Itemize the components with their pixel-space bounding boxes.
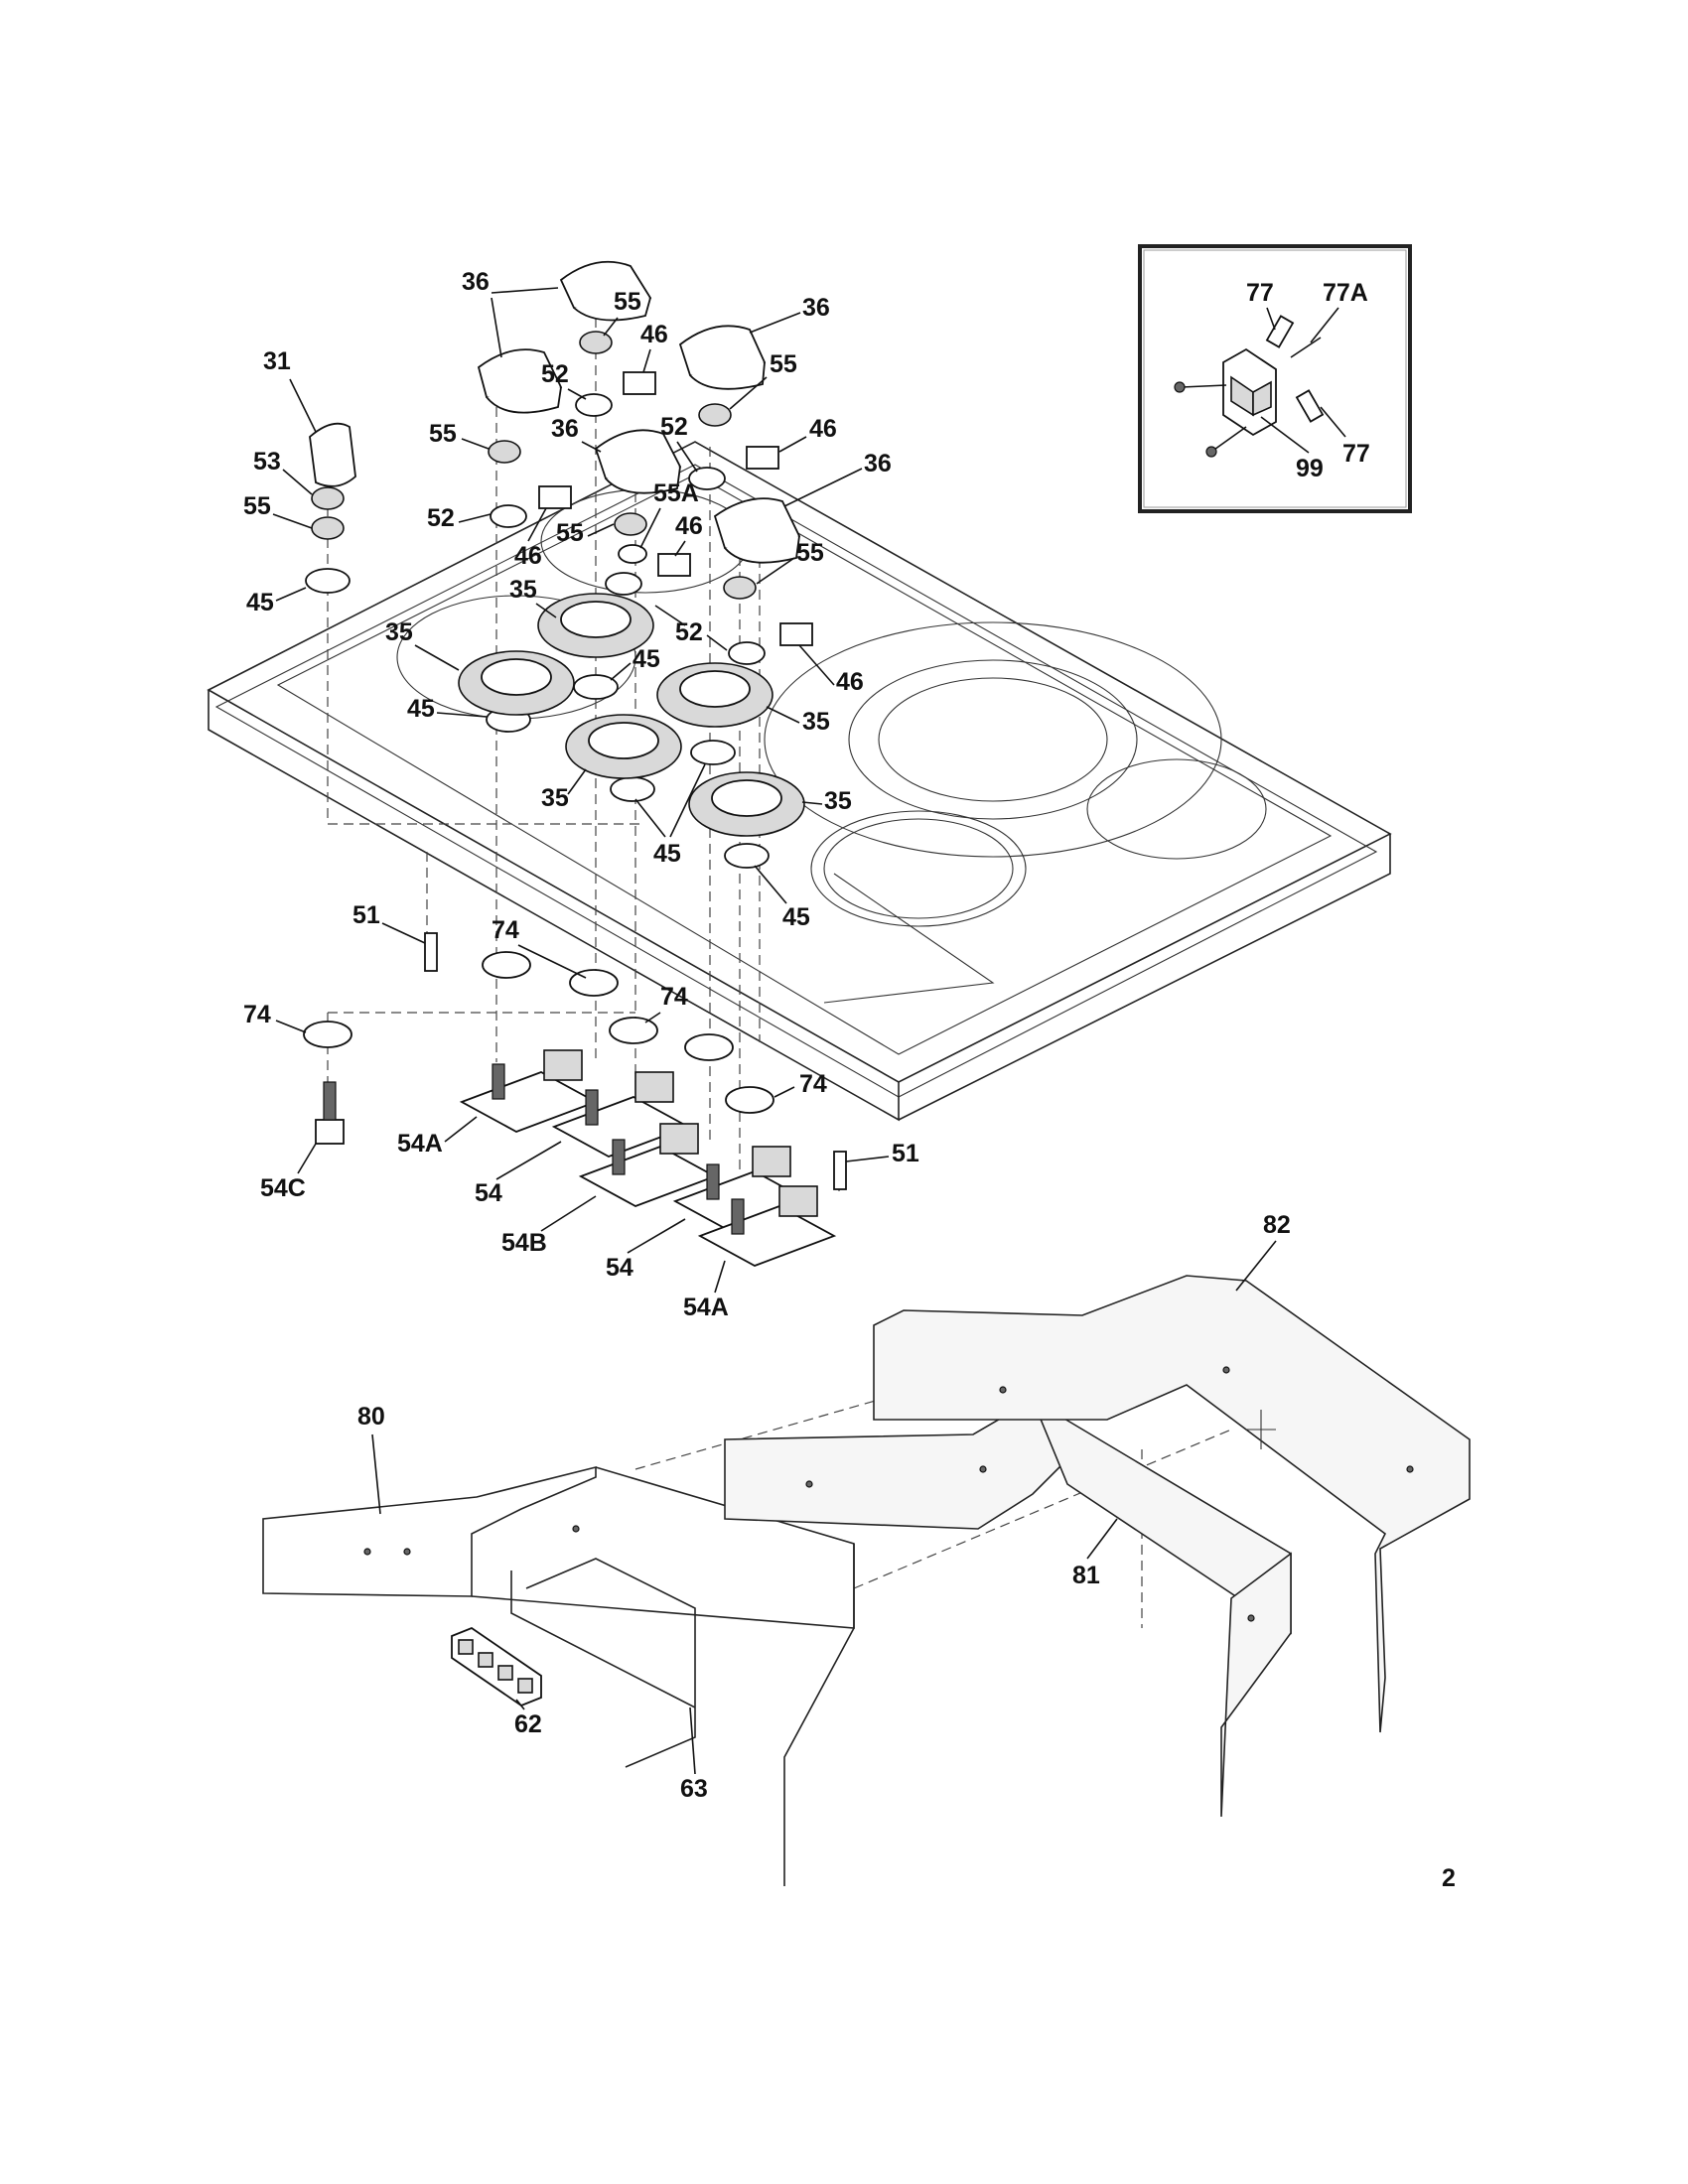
callout-46-d: 46	[675, 512, 703, 540]
callout-74-b: 74	[660, 983, 688, 1011]
callout-80: 80	[357, 1403, 385, 1431]
knob-small-part	[309, 422, 356, 487]
callout-46-c: 46	[514, 542, 542, 570]
callout-55-e: 55	[796, 539, 824, 567]
callout-81: 81	[1072, 1562, 1100, 1589]
callout-54a-right: 54A	[683, 1294, 729, 1321]
callout-46-e: 46	[836, 668, 864, 696]
callout-54b: 54B	[501, 1229, 547, 1257]
indicator-lamps	[424, 932, 847, 1190]
small-hardware	[305, 331, 813, 869]
callout-45-c: 45	[653, 840, 681, 868]
panel-81	[724, 1398, 1292, 1818]
callout-77-top: 77	[1246, 279, 1274, 307]
callout-36-d: 36	[864, 450, 892, 478]
callout-35-e: 35	[824, 787, 852, 815]
callout-54c: 54C	[260, 1174, 306, 1202]
inset-detail-box: 77 77A 77 99	[1138, 244, 1412, 513]
callout-55-left: 55	[243, 492, 271, 520]
knob-bezels	[458, 593, 805, 837]
callout-45-d: 45	[782, 903, 810, 931]
callout-55-b: 55	[770, 350, 797, 378]
callout-99: 99	[1296, 455, 1324, 482]
callout-52-a: 52	[541, 360, 569, 388]
callout-36-a: 36	[462, 268, 490, 296]
callout-77a: 77A	[1323, 279, 1368, 307]
callout-54-a: 54	[475, 1179, 502, 1207]
panel-82	[873, 1275, 1471, 1733]
callout-82: 82	[1263, 1211, 1291, 1239]
callout-55a: 55A	[653, 479, 699, 507]
callout-45-b: 45	[407, 695, 435, 723]
callout-51-right: 51	[892, 1140, 919, 1167]
callout-31: 31	[263, 347, 291, 375]
callout-45-left: 45	[246, 589, 274, 616]
callout-54-b: 54	[606, 1254, 633, 1282]
callout-52-d: 52	[675, 618, 703, 646]
callout-35-c: 35	[802, 708, 830, 736]
callout-74-d: 74	[799, 1070, 827, 1098]
callout-35-b: 35	[385, 618, 413, 646]
callout-46-b: 46	[809, 415, 837, 443]
callout-45-a: 45	[633, 645, 660, 673]
callout-55-c: 55	[429, 420, 457, 448]
callout-46-a: 46	[640, 321, 668, 348]
infinite-switches	[315, 1049, 837, 1267]
callout-35-a: 35	[509, 576, 537, 604]
callout-74-c: 74	[243, 1001, 271, 1028]
callout-54a-left: 54A	[397, 1130, 443, 1158]
callout-35-d: 35	[541, 784, 569, 812]
page-mark: 2	[1442, 1864, 1456, 1892]
callout-52-c: 52	[427, 504, 455, 532]
terminal-block-part	[1174, 315, 1325, 458]
callout-74-a: 74	[492, 916, 519, 944]
terminal-block-62	[451, 1626, 542, 1707]
callout-51-left: 51	[352, 901, 380, 929]
callout-52-b: 52	[660, 413, 688, 441]
panel-80	[262, 1465, 855, 1886]
callout-36-c: 36	[551, 415, 579, 443]
callout-77-bottom: 77	[1342, 440, 1370, 468]
callout-labels: 31 53 55 45 36 55 46 36 52 55 55 36 52 4…	[243, 268, 1456, 1892]
callout-36-b: 36	[802, 294, 830, 322]
callout-62: 62	[514, 1710, 542, 1738]
callout-53: 53	[253, 448, 281, 476]
callout-55-d: 55	[556, 519, 584, 547]
callout-63: 63	[680, 1775, 708, 1803]
gaskets	[303, 951, 774, 1114]
callout-55-a: 55	[614, 288, 641, 316]
